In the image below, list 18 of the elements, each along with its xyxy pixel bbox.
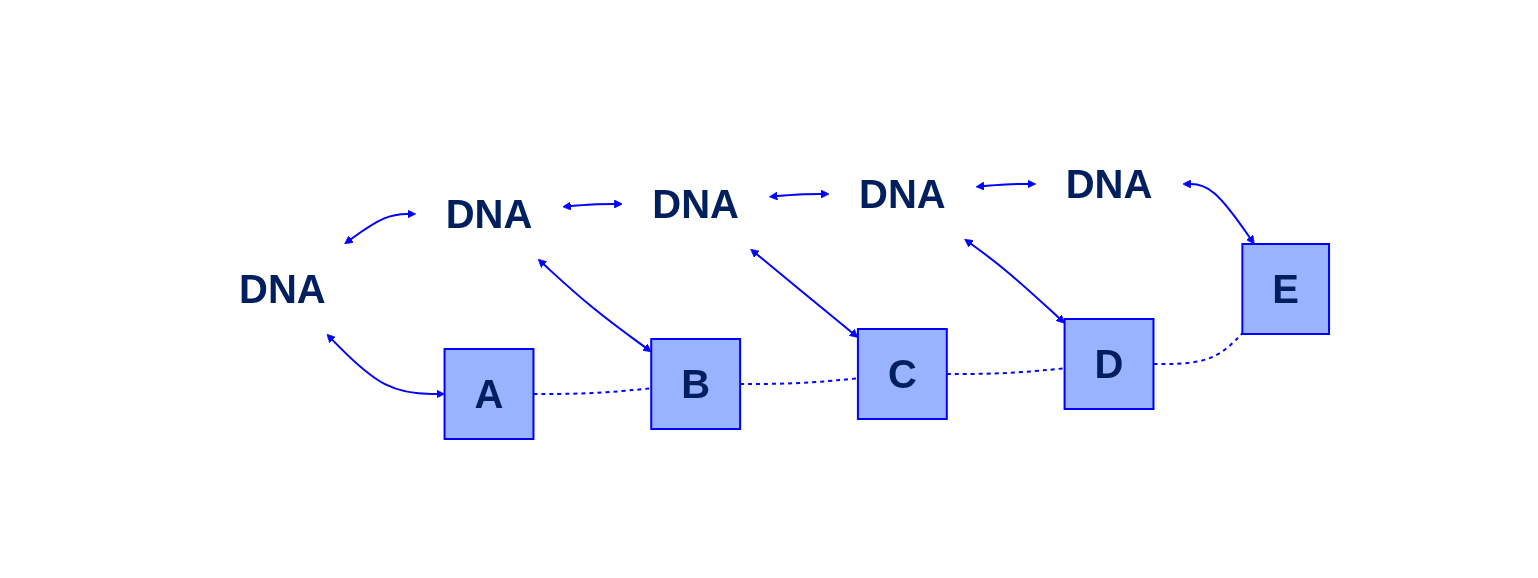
node-box: B <box>650 338 742 430</box>
node-text: DNA <box>652 182 739 226</box>
arrow <box>326 333 445 399</box>
node-text: DNA <box>858 172 946 216</box>
arrow <box>975 179 1037 191</box>
arrow <box>964 238 1065 324</box>
node-text: DNA <box>445 192 533 236</box>
node-box: D <box>1063 318 1155 410</box>
node-text: DNA <box>238 267 326 311</box>
arrow <box>537 258 652 353</box>
arrow <box>769 189 830 201</box>
arrow <box>1182 179 1255 245</box>
node-box: E <box>1241 243 1330 335</box>
arrow <box>344 209 417 245</box>
node-box: A <box>443 348 535 440</box>
arrow <box>562 199 623 211</box>
node-text: DNA <box>1065 162 1153 206</box>
node-box: C <box>856 328 948 420</box>
